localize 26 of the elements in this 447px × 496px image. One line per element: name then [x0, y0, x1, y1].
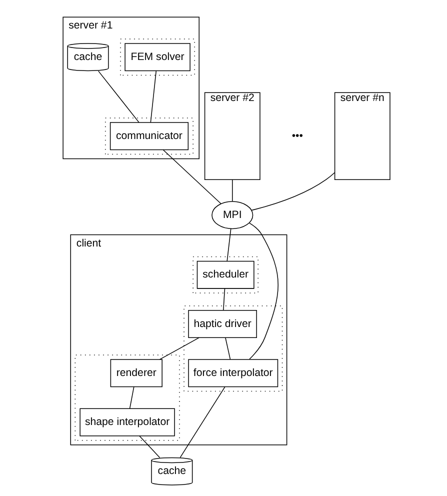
connector [162, 150, 222, 204]
connector [139, 436, 160, 458]
node-box: haptic driver [188, 310, 257, 338]
connector [98, 70, 140, 123]
node-box: server #2 [204, 92, 260, 180]
node-box: communicator [110, 122, 189, 150]
connector [232, 179, 233, 202]
node-ellipse: MPI [212, 201, 254, 230]
node-box: server #n [334, 92, 390, 180]
connector [225, 337, 231, 360]
node-box: renderer [110, 359, 162, 388]
cluster [74, 354, 180, 441]
cluster [184, 305, 283, 392]
node-box: force interpolator [188, 359, 278, 388]
connector [129, 386, 134, 409]
label: ••• [292, 130, 303, 142]
connector [226, 228, 232, 262]
connector [251, 172, 336, 211]
connector [159, 337, 200, 360]
connector [150, 70, 157, 123]
connector [223, 288, 226, 311]
node-box: FEM solver [124, 43, 190, 72]
connector [249, 222, 278, 360]
node-box: shape interpolator [80, 408, 175, 436]
connector [180, 386, 226, 458]
node-box: scheduler [196, 260, 254, 289]
